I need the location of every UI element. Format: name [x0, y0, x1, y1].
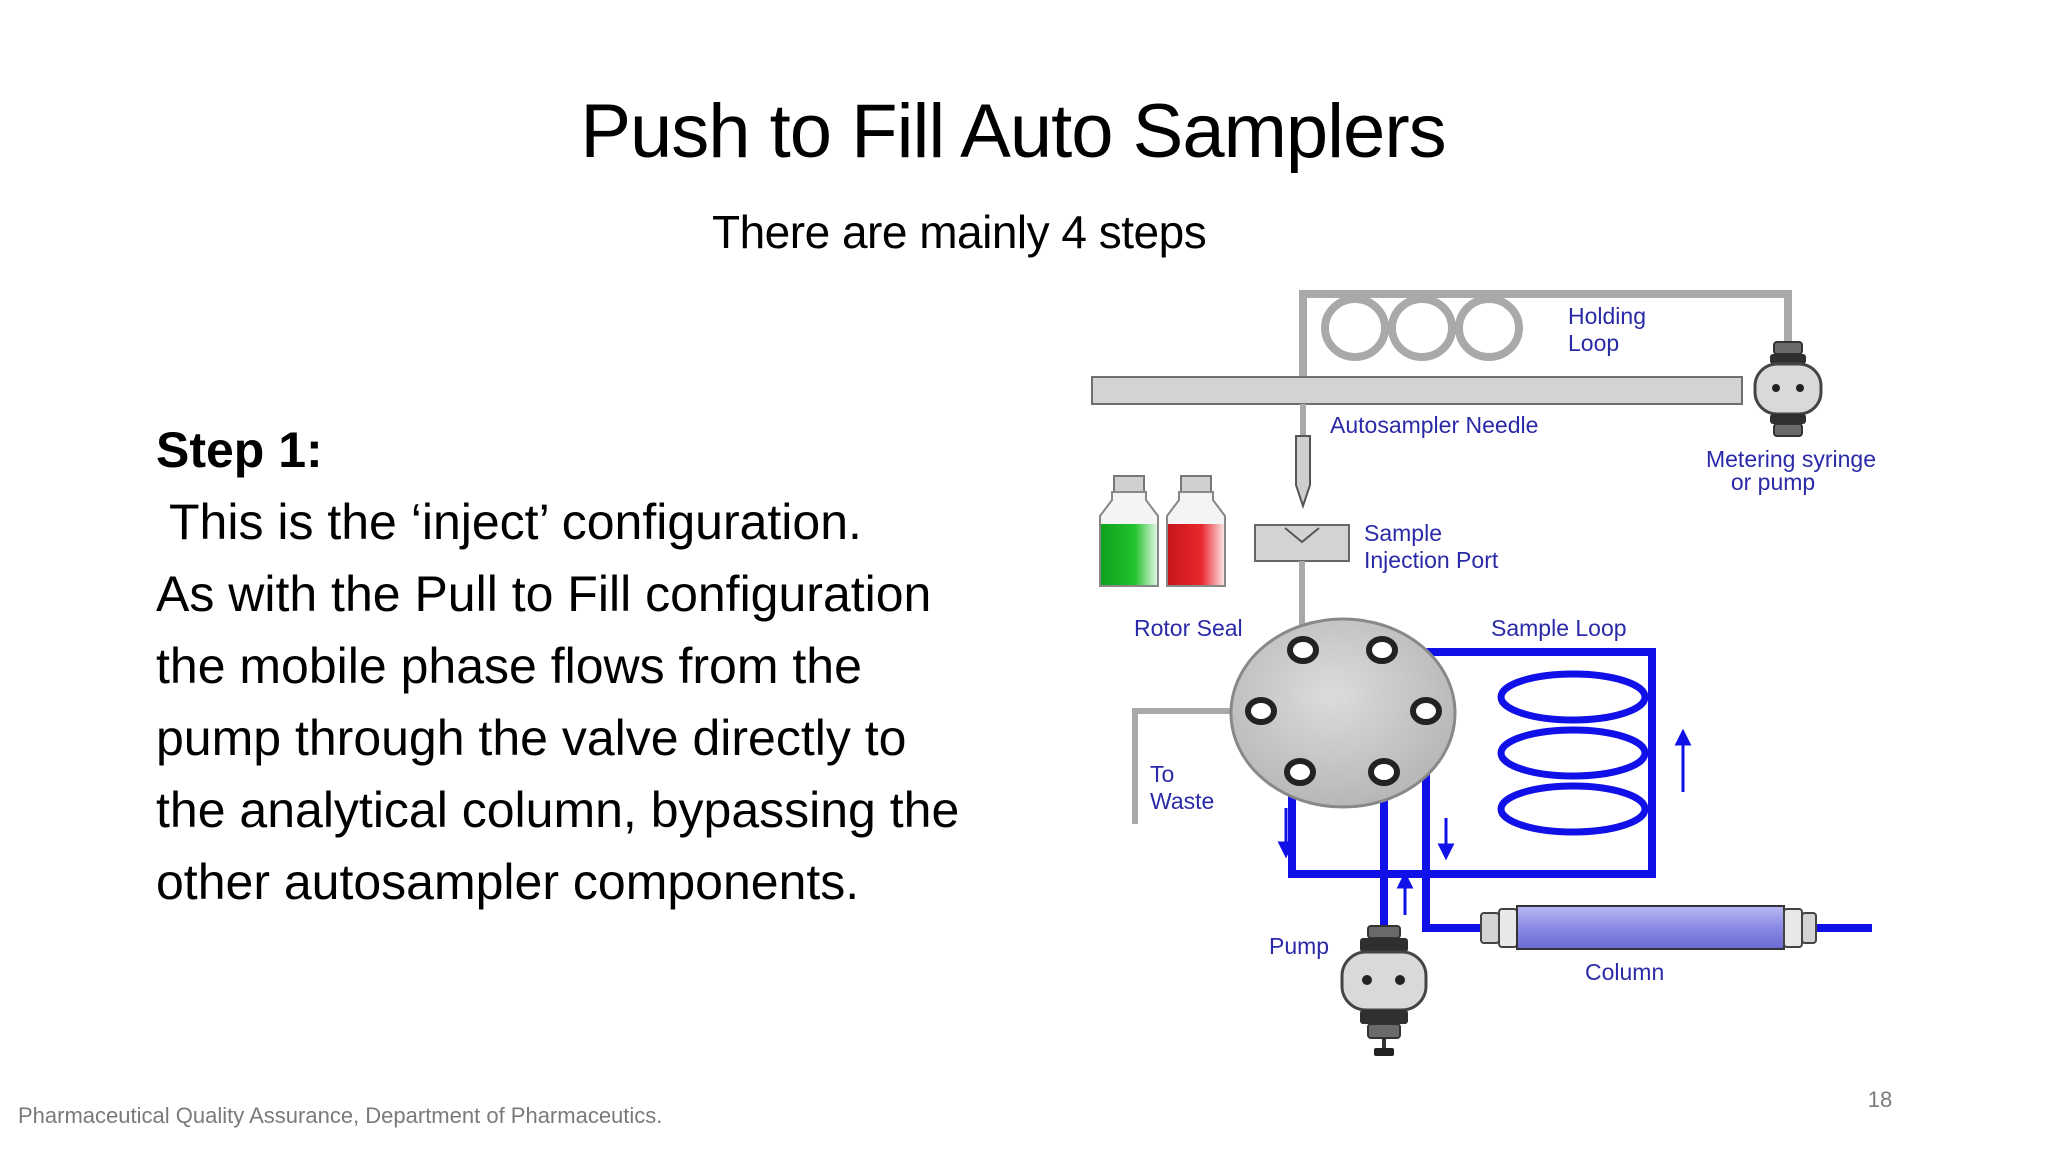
step-description: Step 1: This is the ‘inject’ configurati…: [156, 414, 1086, 918]
holding-loop-label: Loop: [1568, 330, 1619, 356]
injection-port-label: Injection Port: [1364, 547, 1499, 573]
sample-loop: [1497, 670, 1649, 836]
slide-title: Push to Fill Auto Samplers: [580, 89, 1446, 174]
autosampler-diagram-svg: Holding Loop Autosampler Needle Metering…: [1091, 290, 1876, 1056]
holding-loop-label: Holding: [1568, 303, 1646, 329]
needle-label: Autosampler Needle: [1330, 412, 1538, 438]
body-line: other autosampler components.: [156, 854, 860, 910]
body-line: pump through the valve directly to: [156, 710, 907, 766]
slide-subtitle: There are mainly 4 steps: [712, 206, 1207, 258]
metering-syringe-label: Metering syringe: [1706, 446, 1876, 472]
rotor-seal: [1229, 617, 1457, 809]
flow-arrows: [1277, 728, 1692, 915]
to-waste-label: Waste: [1150, 788, 1214, 814]
injection-port-label: Sample: [1364, 520, 1442, 546]
sample-loop-label: Sample Loop: [1491, 615, 1627, 641]
body-line: This is the ‘inject’ configuration.: [156, 494, 862, 550]
page-number: 18: [1867, 1087, 1893, 1112]
autosampler-needle: [1295, 404, 1311, 510]
autosampler-diagram: Holding Loop Autosampler Needle Metering…: [1080, 280, 1900, 1090]
body-line: the analytical column, bypassing the: [156, 782, 960, 838]
green-vial: [1099, 475, 1159, 587]
holding-loop: [1299, 290, 1792, 393]
pump: [1340, 925, 1428, 1056]
metering-syringe: [1753, 341, 1823, 437]
step-heading: Step 1:: [156, 422, 323, 478]
to-waste-label: To: [1150, 761, 1174, 787]
column-label: Column: [1585, 959, 1664, 985]
red-vial: [1166, 475, 1226, 587]
pump-label: Pump: [1269, 933, 1329, 959]
autosampler-arm: [1091, 376, 1743, 405]
footer-text: Pharmaceutical Quality Assurance, Depart…: [18, 1103, 663, 1128]
sample-injection-port: [1254, 524, 1350, 630]
rotor-seal-label: Rotor Seal: [1134, 615, 1243, 641]
metering-syringe-label: or pump: [1731, 469, 1815, 495]
body-line: the mobile phase flows from the: [156, 638, 862, 694]
body-line: As with the Pull to Fill configuration: [156, 566, 932, 622]
waste-line: [1132, 708, 1261, 824]
column: [1480, 905, 1817, 950]
